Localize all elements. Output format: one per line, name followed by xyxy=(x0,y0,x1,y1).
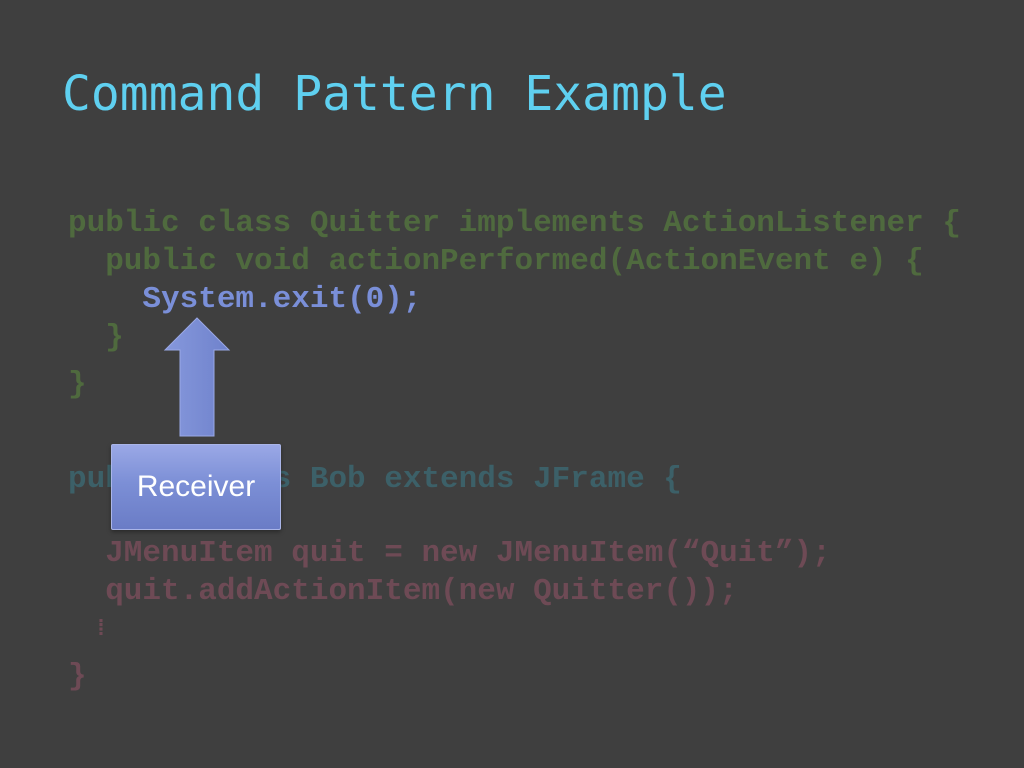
ellipsis-line: ⁞ xyxy=(68,617,108,642)
code-line: public class Quitter implements ActionLi… xyxy=(68,206,961,241)
receiver-label: Receiver xyxy=(136,470,256,503)
code-line: } xyxy=(68,659,87,694)
slide-title: Command Pattern Example xyxy=(62,66,727,122)
code-line: quit.addActionItem(new Quitter()); xyxy=(68,574,738,609)
receiver-callout: Receiver xyxy=(111,444,281,530)
code-line: public void actionPerformed(ActionEvent … xyxy=(68,244,924,279)
code-line: } xyxy=(68,367,87,402)
code-line: } xyxy=(68,320,124,355)
up-arrow-icon xyxy=(163,317,231,437)
highlighted-code-line: System.exit(0); xyxy=(68,282,422,317)
code-line: JMenuItem quit = new JMenuItem(“Quit”); xyxy=(68,536,831,571)
